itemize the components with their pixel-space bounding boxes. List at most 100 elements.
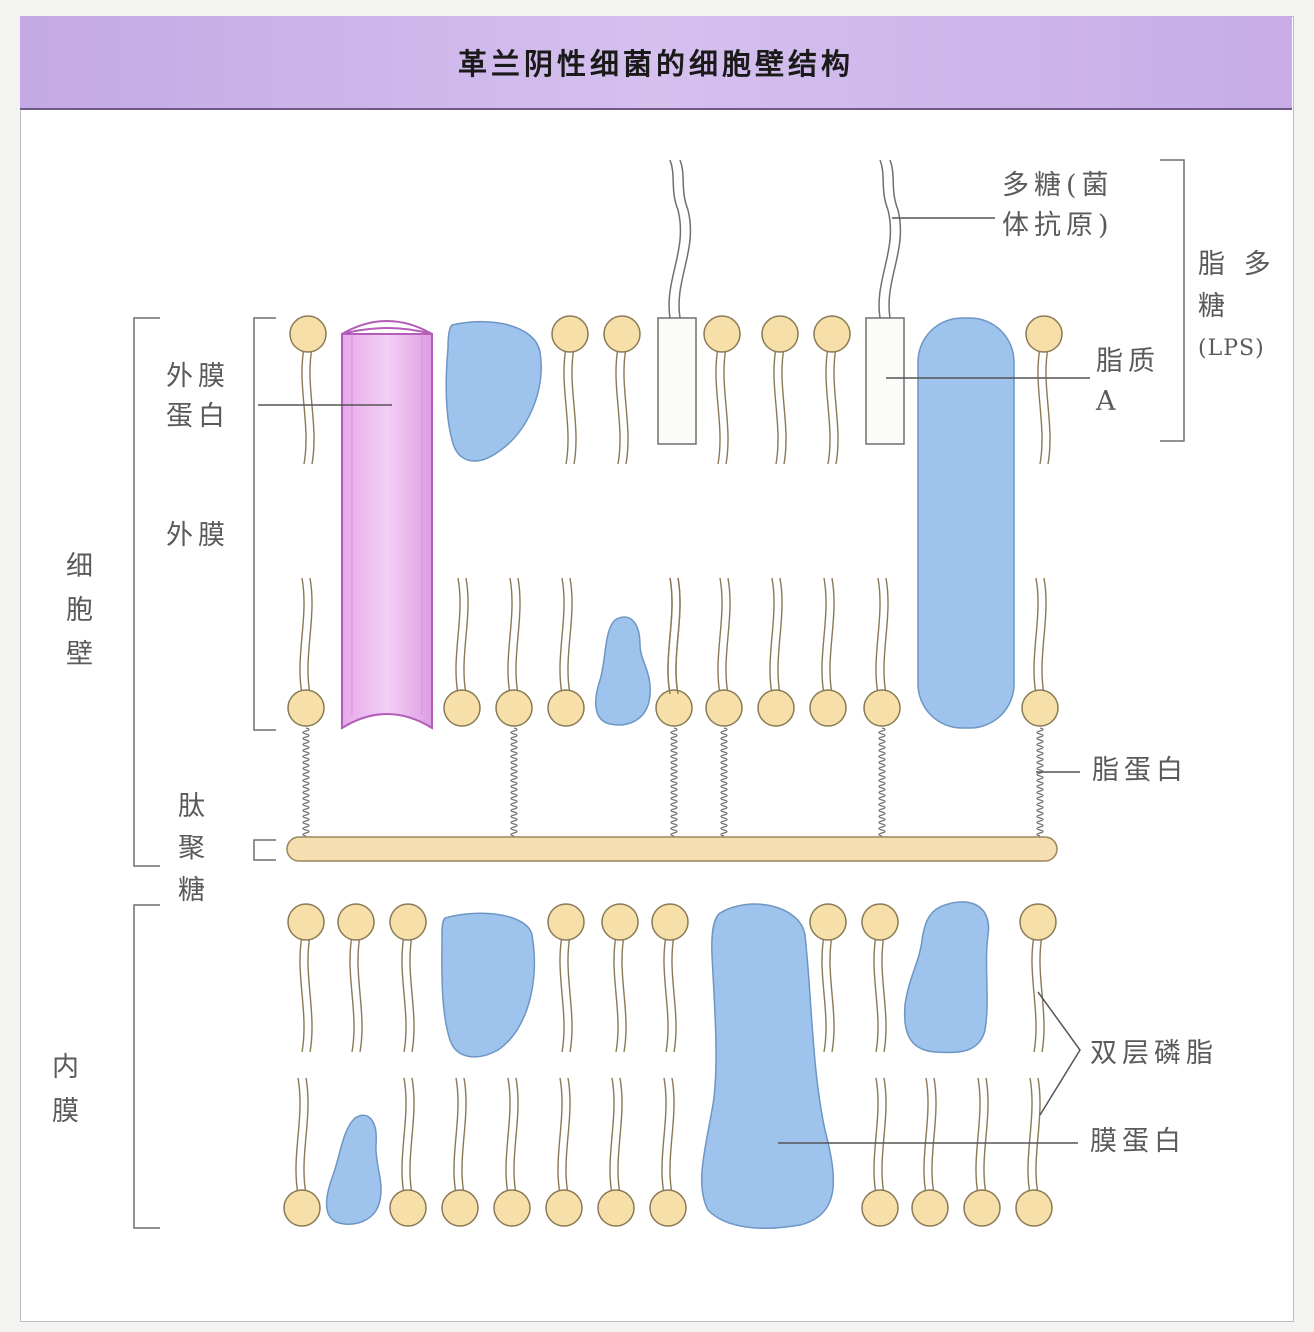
label-cell-wall: 细胞壁 <box>66 551 93 670</box>
lipid-tail <box>571 347 577 465</box>
lipid-tail <box>1037 347 1043 465</box>
inner-membrane-bracket <box>133 904 160 1229</box>
peptidoglycan-layer <box>286 836 1058 862</box>
lipid-head <box>1021 689 1059 727</box>
bilayer-leader <box>1037 991 1081 1116</box>
phospholipid <box>337 903 375 1053</box>
phospholipid <box>809 577 847 727</box>
figure-title: 革兰阴性细菌的细胞壁结构 <box>457 47 854 81</box>
lipid-head <box>287 689 325 727</box>
lipid-tail <box>825 347 831 465</box>
lipid-head <box>813 315 851 353</box>
inner-membrane-lipids <box>283 903 1057 1227</box>
phospholipid <box>389 903 427 1053</box>
transmembrane-outer-protein <box>917 317 1015 729</box>
lipid-head <box>1019 903 1057 941</box>
lipid-tail <box>669 1077 675 1195</box>
phospholipid <box>655 577 693 727</box>
lipid-tail <box>513 1077 519 1195</box>
lipid-a-block <box>865 317 905 445</box>
lipoprotein-coil <box>720 727 728 837</box>
lipid-tail <box>661 1077 667 1195</box>
lipid-head <box>289 315 327 353</box>
phospholipid-tails <box>667 577 681 695</box>
lipid-tail <box>309 347 315 465</box>
lipid-tail <box>769 577 775 695</box>
label-phospholipid-bilayer: 双层磷脂 <box>1090 1038 1218 1069</box>
phospholipid <box>1021 577 1059 727</box>
phospholipid <box>547 903 585 1053</box>
lipid-head <box>547 689 585 727</box>
lipid-head <box>655 689 693 727</box>
lipid-tail <box>567 577 573 695</box>
phospholipid <box>757 577 795 727</box>
brackets <box>133 159 1185 1229</box>
lipid-head <box>861 1189 899 1227</box>
outer-peripheral-protein <box>445 320 542 462</box>
phospholipid <box>703 315 741 465</box>
lipid-tail <box>1027 1077 1033 1195</box>
lipid-head <box>601 903 639 941</box>
lipid-tail <box>295 1077 301 1195</box>
lipid-head <box>389 1189 427 1227</box>
lipid-tail <box>559 577 565 695</box>
inner-small-protein <box>903 901 990 1054</box>
phospholipid <box>1015 1077 1053 1227</box>
label-inner-membrane: 内膜 <box>52 1052 79 1127</box>
lipid-tail <box>1031 935 1037 1053</box>
label-lipoprotein: 脂蛋白 <box>1092 755 1188 786</box>
phospholipid <box>649 1077 687 1227</box>
phospholipid <box>601 903 639 1053</box>
o-antigen-chains <box>668 159 902 319</box>
label-lipid-a: 脂质 A <box>1096 346 1160 417</box>
o-antigen-chain <box>878 159 892 319</box>
cell-wall-bracket <box>133 317 160 867</box>
lipid-tail <box>881 1077 887 1195</box>
lipid-head <box>551 315 589 353</box>
lipid-tail <box>507 577 513 695</box>
phospholipid <box>861 1077 899 1227</box>
phospholipid <box>761 315 799 465</box>
lipid-tail <box>567 935 573 1053</box>
lipid-head <box>757 689 795 727</box>
lipid-a-block <box>657 317 697 445</box>
phospholipid <box>289 315 327 465</box>
lipid-head <box>545 1189 583 1227</box>
lipid-tail <box>777 577 783 695</box>
lipid-head <box>495 689 533 727</box>
lipid-tail <box>515 577 521 695</box>
phospholipid <box>705 577 743 727</box>
label-peptidoglycan: 肽聚糖 <box>178 791 205 906</box>
phospholipid <box>597 1077 635 1227</box>
phospholipid <box>861 903 899 1053</box>
lipid-tail <box>931 1077 937 1195</box>
lipid-head <box>1025 315 1063 353</box>
outer-membrane-lipids <box>287 315 1063 727</box>
lipid-tail <box>873 1077 879 1195</box>
lipoprotein-coil <box>670 727 678 837</box>
lipid-head <box>651 903 689 941</box>
lipid-tail <box>1035 1077 1041 1195</box>
lipoprotein-coil <box>302 727 310 837</box>
inner-peripheral-protein <box>441 912 536 1058</box>
lipid-tail <box>873 935 879 1053</box>
o-antigen-chain <box>668 159 682 319</box>
lipid-tail <box>455 577 461 695</box>
lipoprotein-coil <box>878 727 886 837</box>
lipid-tail <box>565 1077 571 1195</box>
lipid-head <box>603 315 641 353</box>
lipid-head <box>441 1189 479 1227</box>
phospholipid <box>911 1077 949 1227</box>
lipid-tail <box>881 935 887 1053</box>
lipoprotein-coils <box>302 727 1044 837</box>
lipid-tail <box>923 1077 929 1195</box>
lipid-tail <box>307 935 313 1053</box>
lipid-head <box>705 689 743 727</box>
phospholipid <box>441 1077 479 1227</box>
lipid-tail <box>453 1077 459 1195</box>
outer-inner-leaflet-protein <box>595 616 651 726</box>
label-polysaccharide: 多糖(菌 体抗原) <box>1002 170 1114 241</box>
lipid-tail <box>623 347 629 465</box>
lipid-tail <box>505 1077 511 1195</box>
inner-transmembrane-protein <box>700 903 835 1229</box>
